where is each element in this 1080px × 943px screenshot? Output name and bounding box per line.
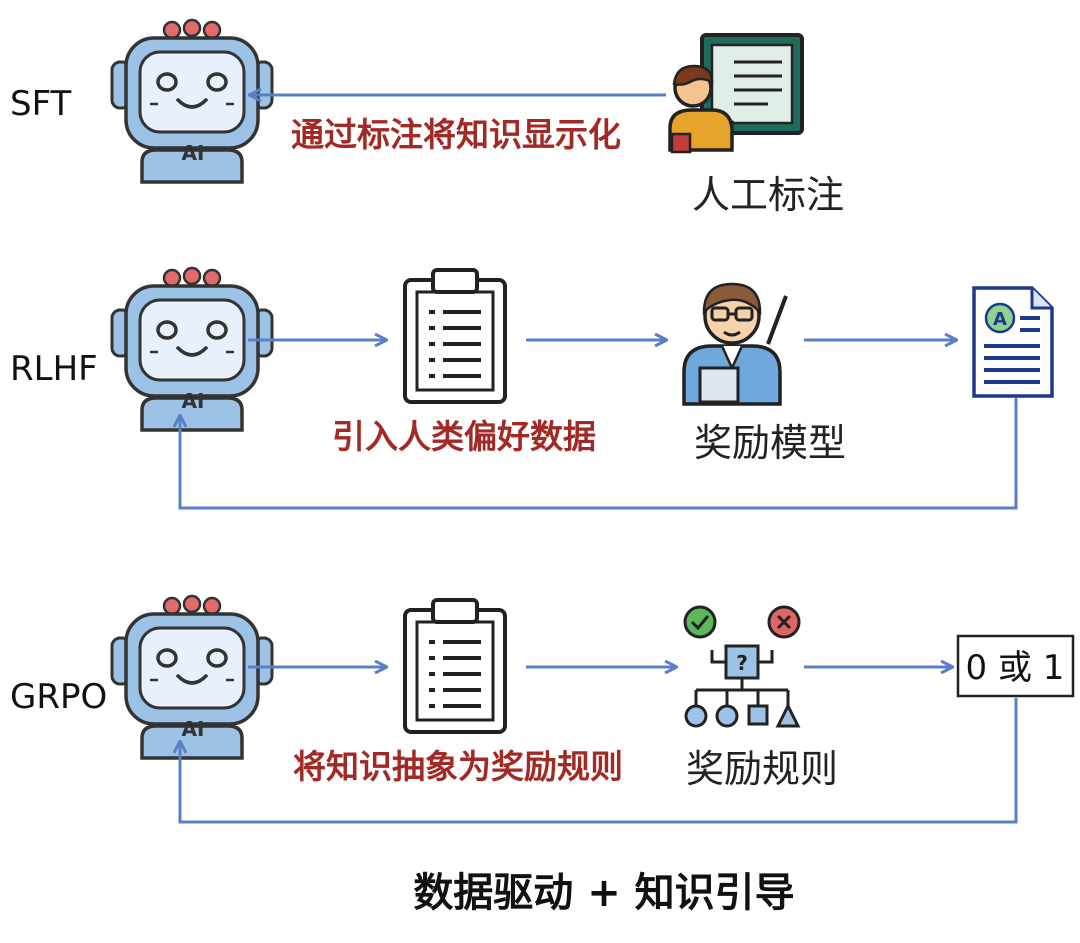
teacher-icon xyxy=(668,33,804,154)
model-label-rlhf: 奖励模型 xyxy=(694,421,846,465)
arrow-label-sft: 通过标注将知识显示化 xyxy=(291,115,621,154)
footer-title: 数据驱动 + 知识引导 xyxy=(413,870,794,916)
arrow-label-rlhf: 引入人类偏好数据 xyxy=(332,417,596,456)
output-box xyxy=(956,634,1075,698)
clipboard-icon xyxy=(403,268,507,404)
decision-tree-icon xyxy=(683,605,801,728)
reward-person-icon xyxy=(682,282,788,406)
source-label-sft: 人工标注 xyxy=(692,173,844,217)
arrow-label-grpo: 将知识抽象为奖励规则 xyxy=(293,747,623,786)
feedback-loop-rlhf xyxy=(180,398,1018,510)
row-label-rlhf: RLHF xyxy=(10,349,98,389)
feedback-loop-grpo xyxy=(180,698,1018,824)
clipboard-icon xyxy=(403,598,507,734)
row-label-sft: SFT xyxy=(10,84,72,124)
robot-badge: AI xyxy=(182,717,205,741)
robot-badge: AI xyxy=(182,141,205,165)
document-icon xyxy=(972,286,1054,398)
robot-badge: AI xyxy=(182,389,205,413)
output-label-grpo: 0 或 1 xyxy=(966,648,1065,688)
document-badge: A xyxy=(993,309,1007,330)
rule-label-grpo: 奖励规则 xyxy=(686,747,838,791)
row-label-grpo: GRPO xyxy=(10,677,107,717)
rule-node-mark: ? xyxy=(736,651,748,675)
